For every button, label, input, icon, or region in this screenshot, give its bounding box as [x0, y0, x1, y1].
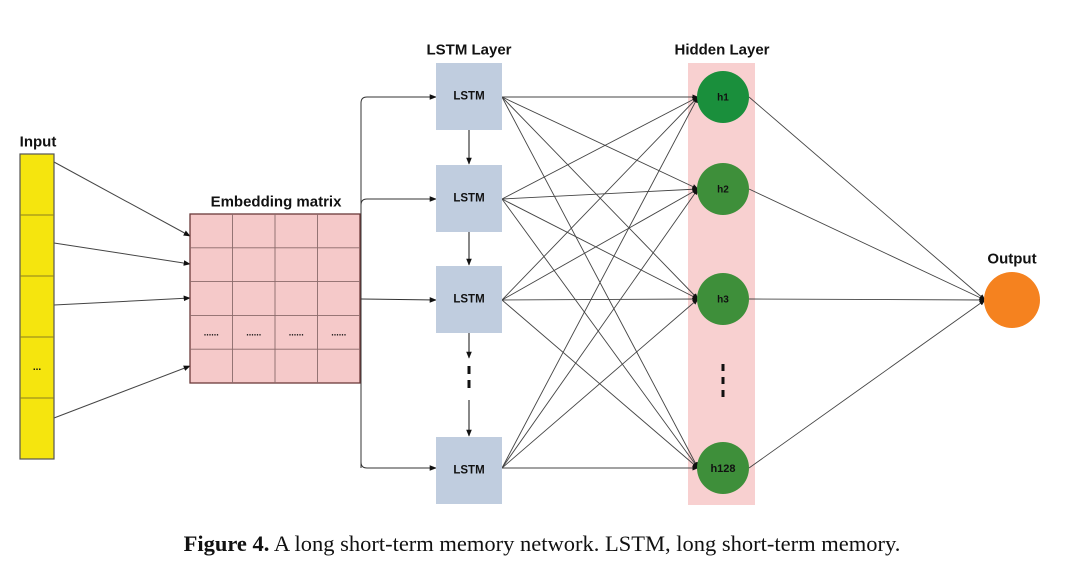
lstm-layer-title: LSTM Layer: [426, 42, 511, 59]
input-cell-ellipsis: ...: [33, 362, 42, 373]
hidden-to-output-arrow: [748, 188, 986, 301]
lstm-to-hidden-arrow: [501, 96, 699, 190]
lstm-to-hidden-arrow: [501, 96, 699, 200]
embedding-bus-branch: [360, 461, 368, 469]
hidden-node-label: h3: [717, 295, 729, 306]
hidden-node-label: h1: [717, 93, 729, 104]
hidden-node: [697, 273, 749, 325]
lstm-to-hidden-arrow: [501, 296, 699, 302]
lstm-to-hidden-arrow: [501, 198, 699, 469]
input-to-embedding-arrow: [53, 365, 191, 419]
embedding-ellipsis: ......: [289, 327, 304, 337]
embedding-ellipsis: ......: [331, 327, 346, 337]
lstm-cell-label: LSTM: [453, 193, 484, 205]
lstm-cell-label: LSTM: [453, 91, 484, 103]
figure-caption: Figure 4. A long short-term memory netwo…: [0, 531, 1084, 557]
embedding-title: Embedding matrix: [211, 194, 343, 211]
input-to-embedding-arrow: [53, 242, 191, 266]
input-title: Input: [20, 134, 57, 151]
hidden-to-output-arrow: [748, 96, 986, 301]
hidden-node: [697, 163, 749, 215]
lstm-to-hidden-arrow: [501, 96, 699, 301]
figure-caption-text: A long short-term memory network. LSTM, …: [273, 531, 901, 556]
hidden-node-label: h2: [717, 185, 729, 196]
lstm-to-hidden-arrow: [501, 188, 699, 301]
hidden-node-label: h128: [710, 463, 735, 475]
lstm-to-hidden-arrow: [501, 96, 699, 469]
embedding-to-lstm-arrow: [360, 297, 437, 303]
input-to-embedding-arrow: [53, 295, 191, 306]
input-vector: [19, 153, 55, 460]
embedding-ellipsis: ......: [246, 327, 261, 337]
embedding-bus-line: [360, 96, 368, 468]
output-title: Output: [987, 251, 1036, 268]
embedding-bus-branch: [360, 198, 368, 206]
hidden-to-output-arrow: [748, 297, 986, 303]
lstm-cell-label: LSTM: [453, 465, 484, 477]
embedding-ellipsis: ......: [204, 327, 219, 337]
input-to-embedding-arrow: [53, 161, 191, 237]
hidden-node: [697, 442, 749, 494]
lstm-to-hidden-arrow: [501, 298, 699, 469]
lstm-cell: [436, 437, 502, 504]
output-node: [984, 272, 1040, 328]
lstm-cell: [436, 63, 502, 130]
lstm-to-hidden-arrow: [501, 186, 699, 200]
lstm-cell-label: LSTM: [453, 294, 484, 306]
hidden-node: [697, 71, 749, 123]
hidden-layer-title: Hidden Layer: [674, 42, 769, 59]
lstm-cell: [436, 266, 502, 333]
figure-caption-label: Figure 4.: [183, 531, 270, 556]
lstm-to-hidden-arrow: [501, 188, 699, 469]
lstm-to-hidden-arrow: [501, 198, 699, 300]
lstm-cell: [436, 165, 502, 232]
hidden-to-output-arrow: [748, 299, 986, 469]
